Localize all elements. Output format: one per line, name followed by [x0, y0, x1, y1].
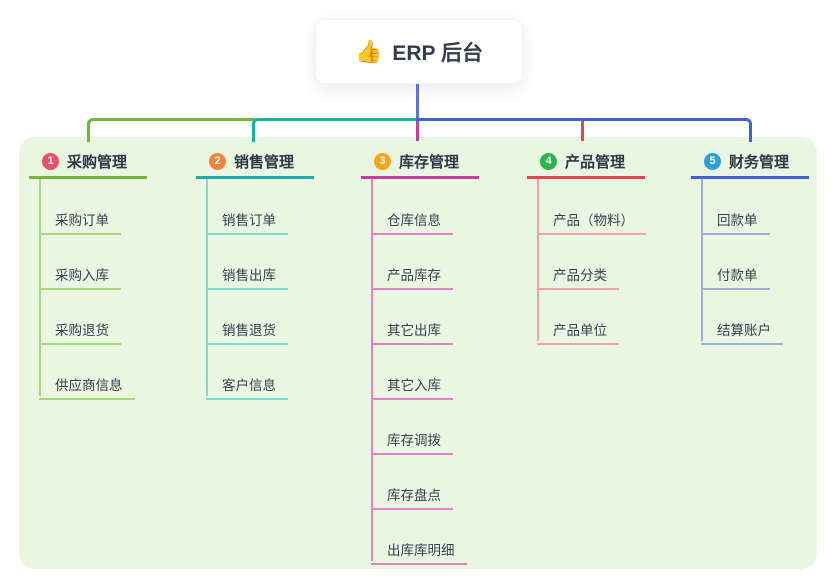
branches-panel	[19, 137, 817, 569]
child-node[interactable]: 采购入库	[39, 258, 121, 290]
branch-label: 销售管理	[234, 153, 295, 171]
branch-finance: 5 财务管理 回款单 付款单 结算账户	[691, 146, 809, 345]
child-label: 采购订单	[55, 213, 109, 228]
child-label: 库存调拨	[387, 433, 441, 448]
child-label: 产品库存	[387, 268, 441, 283]
branch-inventory: 3 库存管理 仓库信息 产品库存 其它出库 其它入库 库存调拨 库存盘点 出库库…	[361, 146, 479, 565]
branch-inventory-node[interactable]: 3 库存管理	[361, 146, 479, 179]
root-trunk-connector	[416, 84, 419, 121]
root-node[interactable]: 👍 ERP 后台	[315, 19, 523, 84]
child-label: 其它出库	[387, 323, 441, 338]
child-label: 采购入库	[55, 268, 109, 283]
thumbs-up-icon: 👍	[354, 38, 383, 64]
child-label: 供应商信息	[55, 378, 123, 393]
child-node[interactable]: 销售订单	[206, 203, 288, 235]
child-node[interactable]: 仓库信息	[371, 203, 453, 235]
child-node[interactable]: 产品库存	[371, 258, 453, 290]
child-node[interactable]: 出库库明细	[371, 533, 467, 565]
child-label: 其它入库	[387, 378, 441, 393]
child-node[interactable]: 销售出库	[206, 258, 288, 290]
child-label: 回款单	[717, 213, 758, 228]
branch-number-badge: 3	[374, 152, 391, 170]
branch-purchase-node[interactable]: 1 采购管理	[29, 146, 147, 179]
child-label: 销售出库	[222, 268, 276, 283]
branch-number-badge: 2	[209, 152, 226, 170]
child-node[interactable]: 付款单	[701, 258, 770, 290]
child-node[interactable]: 产品（物料）	[537, 203, 646, 235]
child-node[interactable]: 客户信息	[206, 368, 288, 400]
branch-child-spine	[206, 179, 208, 396]
branch-purchase-connector	[87, 118, 255, 142]
child-label: 销售退货	[222, 323, 276, 338]
child-label: 客户信息	[222, 378, 276, 393]
branch-label: 采购管理	[67, 153, 128, 171]
child-node[interactable]: 库存调拨	[371, 423, 453, 455]
branch-child-spine	[701, 179, 703, 341]
branch-finance-connector	[416, 118, 752, 142]
child-label: 采购退货	[55, 323, 109, 338]
branch-product: 4 产品管理 产品（物料） 产品分类 产品单位	[527, 146, 646, 345]
child-label: 出库库明细	[387, 543, 455, 558]
child-label: 产品（物料）	[553, 213, 634, 228]
branch-number-badge: 1	[42, 152, 59, 170]
branch-sales-connector	[252, 118, 418, 142]
child-label: 销售订单	[222, 213, 276, 228]
child-label: 产品分类	[553, 268, 607, 283]
child-node[interactable]: 结算账户	[701, 313, 783, 345]
child-node[interactable]: 产品单位	[537, 313, 619, 345]
branch-child-spine	[537, 179, 539, 341]
root-label: ERP 后台	[392, 41, 484, 65]
branch-purchase: 1 采购管理 采购订单 采购入库 采购退货 供应商信息	[29, 146, 147, 400]
child-node[interactable]: 其它出库	[371, 313, 453, 345]
child-label: 产品单位	[553, 323, 607, 338]
child-label: 库存盘点	[387, 488, 441, 503]
child-node[interactable]: 库存盘点	[371, 478, 453, 510]
child-node[interactable]: 其它入库	[371, 368, 453, 400]
branch-label: 产品管理	[565, 153, 626, 171]
branch-product-connector	[581, 121, 584, 141]
branch-child-spine	[39, 179, 41, 396]
child-label: 结算账户	[717, 323, 771, 338]
child-node[interactable]: 销售退货	[206, 313, 288, 345]
branch-child-spine	[371, 179, 373, 561]
child-node[interactable]: 产品分类	[537, 258, 619, 290]
branch-finance-node[interactable]: 5 财务管理	[691, 146, 809, 179]
branch-product-node[interactable]: 4 产品管理	[527, 146, 645, 179]
child-label: 仓库信息	[387, 213, 441, 228]
child-node[interactable]: 采购退货	[39, 313, 121, 345]
branch-inventory-connector	[416, 121, 419, 141]
branch-label: 库存管理	[399, 153, 460, 171]
child-node[interactable]: 采购订单	[39, 203, 121, 235]
branch-number-badge: 4	[540, 152, 557, 170]
child-node[interactable]: 供应商信息	[39, 368, 135, 400]
branch-label: 财务管理	[729, 153, 790, 171]
child-node[interactable]: 回款单	[701, 203, 770, 235]
branch-number-badge: 5	[704, 152, 721, 170]
child-label: 付款单	[717, 268, 758, 283]
branch-sales: 2 销售管理 销售订单 销售出库 销售退货 客户信息	[196, 146, 314, 400]
branch-sales-node[interactable]: 2 销售管理	[196, 146, 314, 179]
